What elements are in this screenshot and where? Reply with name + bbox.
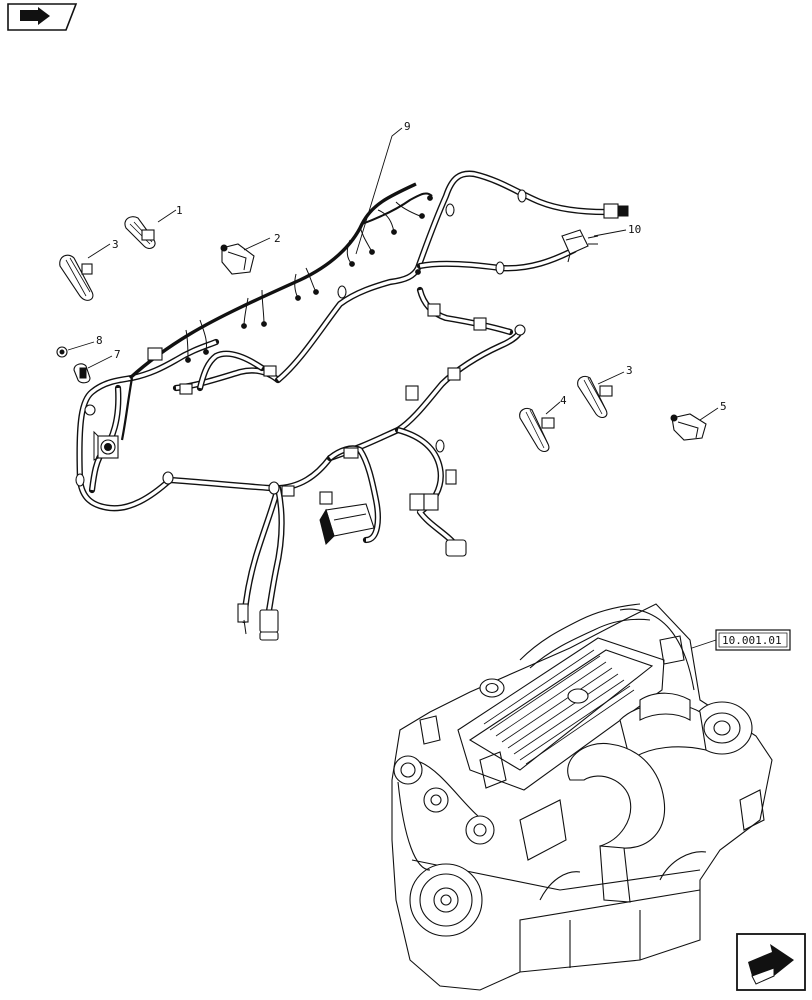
reference-box-label: 10.001.01: [722, 634, 782, 647]
callout-5: 5: [720, 400, 727, 413]
cable-strap-part-3-right: [577, 375, 613, 419]
leader-lines: [67, 127, 719, 651]
clip-part-7: [73, 363, 91, 384]
engine-illustration: [391, 603, 773, 991]
callout-8: 8: [96, 334, 103, 347]
callout-9: 9: [404, 120, 411, 133]
callout-3-right: 3: [626, 364, 633, 377]
cable-strap-part-3-left: [59, 254, 94, 301]
callouts: 1 2 3 3 4 5 7 8 9 10: [96, 120, 727, 413]
callout-1: 1: [176, 204, 183, 217]
callout-7: 7: [114, 348, 121, 361]
nut-part-8: [56, 346, 68, 358]
callout-4: 4: [560, 394, 567, 407]
cable-strap-part-1: [124, 216, 156, 249]
bracket-part-2: [220, 243, 255, 275]
bracket-part-5: [670, 413, 707, 441]
wiring-harness: [75, 170, 629, 641]
next-page-arrow-icon[interactable]: [736, 933, 806, 991]
callout-3-left: 3: [112, 238, 119, 251]
reference-link[interactable]: 10.001.01: [715, 629, 791, 651]
callout-10: 10: [628, 223, 641, 236]
book-arrow-icon[interactable]: [7, 3, 78, 31]
connector-part-10: [561, 229, 599, 263]
cable-strap-part-4: [519, 407, 555, 453]
callout-2: 2: [274, 232, 281, 245]
